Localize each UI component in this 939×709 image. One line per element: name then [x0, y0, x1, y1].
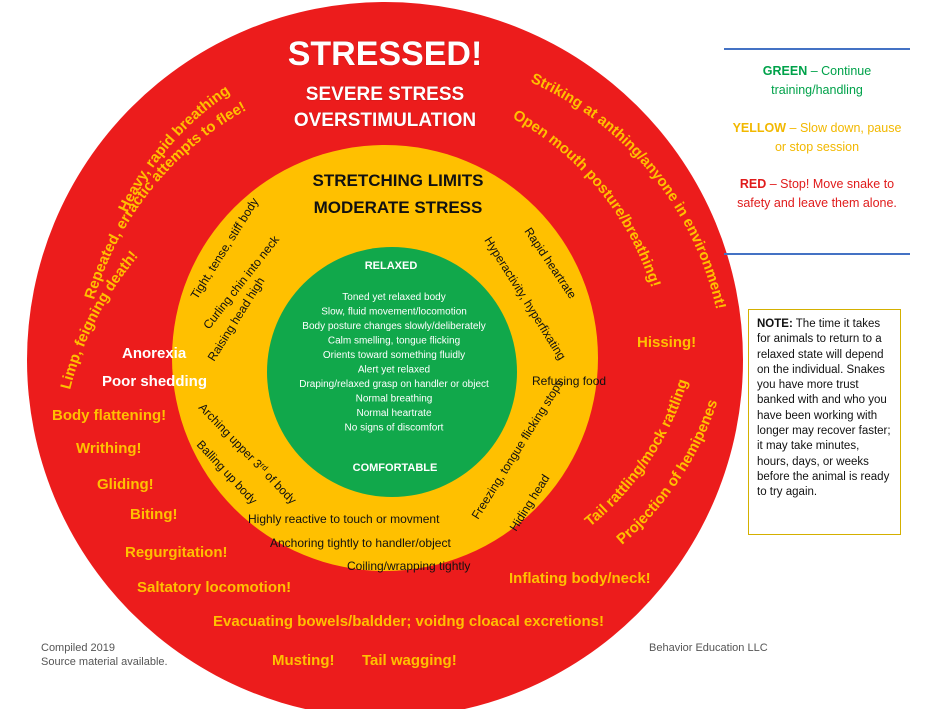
red-left-item: Writhing! — [76, 440, 142, 457]
legend-green-key: GREEN — [762, 64, 808, 78]
refusing-food-label: Refusing food — [532, 374, 606, 388]
legend-green-text: – Continue — [807, 64, 872, 78]
legend-green: GREEN – Continue training/handling — [724, 62, 910, 100]
moderate-stress-title: MODERATE STRESS — [314, 198, 483, 217]
legend-yellow-key: YELLOW — [732, 121, 787, 135]
green-item: Calm smelling, tongue flicking — [328, 336, 460, 347]
red-left-item: Gliding! — [97, 476, 154, 493]
comfortable-heading: COMFORTABLE — [353, 462, 438, 474]
green-item: Slow, fluid movement/locomotion — [321, 307, 467, 318]
legend-green-text-2: training/handling — [771, 83, 863, 97]
red-bottom-item: Evacuating bowels/baldder; voidng cloaca… — [213, 613, 604, 630]
relaxed-heading: RELAXED — [365, 260, 418, 272]
compiled-note: Compiled 2019 Source material available. — [41, 641, 168, 669]
green-item: Normal breathing — [356, 394, 433, 405]
stretching-limits-title: STRETCHING LIMITS — [313, 171, 484, 190]
legend-red-key: RED — [739, 177, 767, 191]
legend-yellow-text: – Slow down, pause — [786, 121, 902, 135]
poor-shedding-label: Poor shedding — [102, 373, 207, 390]
stressed-title: STRESSED! — [288, 35, 483, 73]
red-left-item: Biting! — [130, 506, 177, 523]
company-credit: Behavior Education LLC — [649, 642, 768, 654]
legend-red: RED – Stop! Move snake to safety and lea… — [724, 175, 910, 213]
red-bottom-item: Musting! — [272, 652, 334, 669]
yellow-bottom-item: Coiling/wrapping tightly — [347, 559, 470, 573]
severe-stress-label: SEVERE STRESS — [306, 84, 464, 105]
green-item: Toned yet relaxed body — [342, 292, 445, 303]
legend-yellow-text-2: or stop session — [774, 140, 860, 154]
green-zone-circle — [267, 247, 517, 497]
legend-red-text: – Stop! Move snake to — [766, 177, 895, 191]
red-left-item: Regurgitation! — [125, 544, 228, 561]
yellow-bottom-item: Highly reactive to touch or movment — [248, 512, 440, 526]
recovery-note: NOTE: The time it takes for animals to r… — [748, 309, 901, 535]
source-note: Source material available. — [41, 656, 168, 668]
color-legend: GREEN – Continue training/handling YELLO… — [724, 48, 910, 256]
red-right-item: Inflating body/neck! — [509, 570, 651, 587]
red-bottom-item: Tail wagging! — [362, 652, 457, 669]
compiled-year: Compiled 2019 — [41, 642, 115, 654]
red-right-item: Hissing! — [637, 334, 696, 351]
anorexia-label: Anorexia — [122, 345, 187, 362]
green-item: Draping/relaxed grasp on handler or obje… — [299, 379, 489, 390]
green-item: Body posture changes slowly/deliberately — [302, 321, 485, 332]
green-item: No signs of discomfort — [345, 423, 444, 434]
yellow-bottom-item: Anchoring tightly to handler/object — [270, 536, 451, 550]
green-item: Normal heartrate — [356, 408, 431, 419]
red-left-item: Saltatory locomotion! — [137, 579, 291, 596]
note-text: The time it takes for animals to return … — [757, 318, 891, 499]
green-item: Orients toward something fluidly — [323, 350, 465, 361]
legend-red-text-2: safety and leave them alone. — [737, 196, 897, 210]
note-label: NOTE: — [757, 318, 793, 330]
legend-bottom-rule — [724, 253, 910, 255]
legend-top-rule — [724, 48, 910, 50]
legend-yellow: YELLOW – Slow down, pause or stop sessio… — [724, 119, 910, 157]
green-item: Alert yet relaxed — [358, 365, 430, 376]
overstimulation-label: OVERSTIMULATION — [294, 110, 476, 131]
red-left-item: Body flattening! — [52, 407, 166, 424]
